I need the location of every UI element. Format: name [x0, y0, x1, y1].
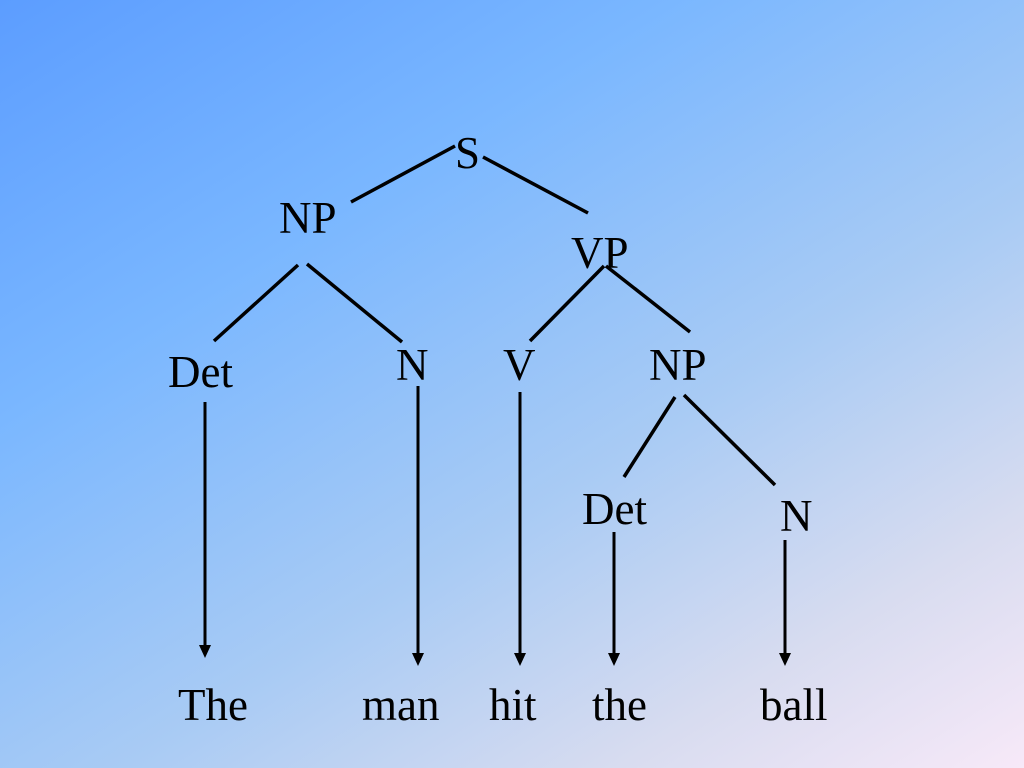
node-n: N [396, 340, 429, 390]
edge-np2-n [682, 393, 777, 487]
edge-np-det [212, 263, 300, 343]
word-the: The [178, 680, 248, 730]
word-the-2: the [592, 680, 647, 730]
node-det-2: Det [582, 484, 647, 534]
edge-np-n [305, 262, 404, 344]
edge-s-np [350, 144, 456, 204]
node-n-2: N [780, 491, 813, 541]
node-np-2: NP [649, 340, 707, 390]
node-vp: VP [571, 228, 629, 278]
arrow-det-the [199, 402, 211, 658]
edge-np2-det [622, 396, 677, 478]
word-man: man [362, 680, 439, 730]
edge-vp-v [528, 264, 606, 343]
arrow-n-ball [779, 540, 791, 666]
node-np: NP [279, 193, 337, 243]
node-s: S [455, 128, 480, 178]
node-det: Det [168, 347, 233, 397]
arrow-n-man [412, 386, 424, 666]
edge-s-vp [482, 155, 589, 215]
arrow-det-the-2 [608, 532, 620, 666]
word-hit: hit [489, 680, 537, 730]
edge-vp-np [604, 264, 692, 334]
arrow-v-hit [514, 392, 526, 666]
node-v: V [503, 340, 536, 390]
word-ball: ball [760, 680, 827, 730]
